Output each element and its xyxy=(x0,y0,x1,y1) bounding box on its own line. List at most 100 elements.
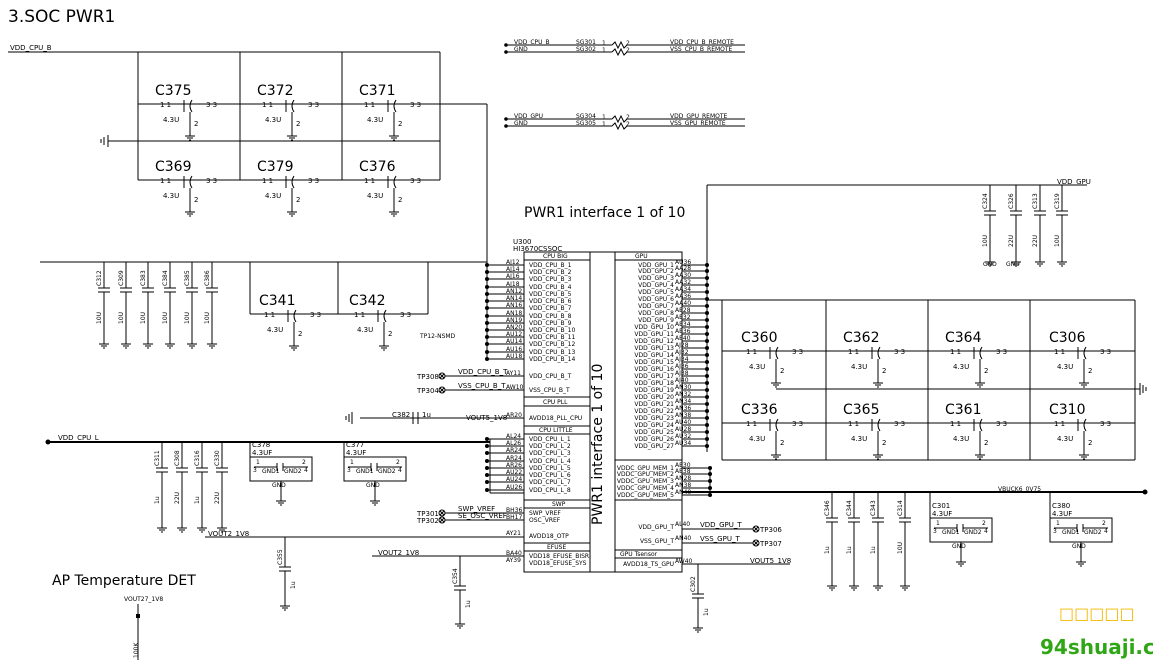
pin-name: VDD_GPU_5 xyxy=(638,289,674,296)
ground-symbol xyxy=(900,580,910,591)
pin-name: VDD_CPU_B_9 xyxy=(529,320,572,327)
pin-ball: AR20 xyxy=(506,412,522,419)
cap-pin-label: 2 xyxy=(388,330,392,338)
pin-ball: AR26 xyxy=(506,462,522,469)
pin-name: VDD_GPU_12 xyxy=(634,338,674,345)
pin-name: VDD_GPU_10 xyxy=(634,324,674,331)
ground-symbol xyxy=(956,556,966,567)
cap-value: 10U xyxy=(118,312,125,324)
pin-ball: AA34 xyxy=(675,286,691,293)
ground-symbol xyxy=(165,338,175,349)
ground-symbol xyxy=(873,580,883,591)
cap-ref: C314 xyxy=(897,500,904,516)
cap-value: 10U xyxy=(897,542,904,554)
pin-ball: AL40 xyxy=(675,521,690,528)
ground-symbol xyxy=(143,338,153,349)
cap-pin-label: 3 3 xyxy=(894,420,905,428)
pin-ball: BH36 xyxy=(506,507,522,514)
cap-ref: C362 xyxy=(843,330,880,346)
ground-symbol xyxy=(1076,556,1086,567)
cap-pin-label: 2 xyxy=(302,459,306,466)
rs-pin: 2 xyxy=(626,121,630,128)
pin-ball: AL24 xyxy=(506,433,521,440)
pin-ball: AU12 xyxy=(506,331,522,338)
cap-ref: C379 xyxy=(257,159,294,175)
cap-pin-label: 1 1 xyxy=(746,348,757,356)
cap-pin-name: GND xyxy=(952,543,966,550)
cap-pin-name: GND2 xyxy=(284,468,302,475)
capacitor-c314: C314 10U xyxy=(897,492,911,591)
pin-name: VDD_GPU_22 xyxy=(634,408,674,415)
pin-ball: AN14 xyxy=(506,295,522,302)
ground-symbol xyxy=(197,522,207,533)
cap-ref: C382 xyxy=(392,411,410,419)
ground-symbol xyxy=(379,340,389,351)
pin-name: VDD_CPU_L_8 xyxy=(529,487,571,494)
testpoint-label: TP301 xyxy=(416,510,439,518)
cap-ref: C386 xyxy=(204,270,211,286)
cap-pin-label: 2 xyxy=(1102,520,1106,527)
net-vout27: VOUT27_1V8 xyxy=(124,596,163,603)
ground-symbol xyxy=(157,522,167,533)
cap-ref: C372 xyxy=(257,83,294,99)
rs-net: GND xyxy=(514,120,528,127)
pin-name: VDD_GPU_16 xyxy=(634,366,674,373)
junction-dot xyxy=(485,473,489,477)
ic-pin-left: AU24 VDD_CPU_L_7 xyxy=(485,476,571,486)
cap-value: 4.3U xyxy=(367,116,383,124)
pin-name: VDD_CPU_B_4 xyxy=(529,284,572,291)
rs-out: VSS_CPU_B_REMOTE xyxy=(670,46,733,53)
testpoint-label: TP306 xyxy=(759,526,782,534)
pin-name: VDD_GPU_19 xyxy=(634,387,674,394)
pin-name: VDD_GPU_9 xyxy=(638,317,674,324)
cap-pin-label: 2 xyxy=(194,196,198,204)
pin-name: VDD_CPU_L_3 xyxy=(529,450,571,457)
pin-name: VDD_GPU_17 xyxy=(634,373,674,380)
pin-ball: AU24 xyxy=(506,476,522,483)
cap-pin-label: 1 1 xyxy=(848,348,859,356)
ground-symbol xyxy=(287,130,297,141)
rs-pin: 2 xyxy=(626,114,630,121)
cap-ref: C378 xyxy=(252,441,270,449)
pin-ball: AN28 xyxy=(675,475,691,482)
cap-value: 1u xyxy=(422,411,431,419)
pin-ball: BH17 xyxy=(506,514,522,521)
cap-pin-label: 2 xyxy=(780,439,784,447)
cap-value: 22U xyxy=(1032,235,1039,247)
cap-pin-name: GND2 xyxy=(378,468,396,475)
pin-name: VDD_GPU_27 xyxy=(634,443,674,450)
pin-name: VDD_CPU_L_7 xyxy=(529,479,571,486)
pin-ball: AJ36 xyxy=(675,363,689,370)
ground-symbol xyxy=(1011,256,1021,267)
cap-value: 1u xyxy=(703,608,710,616)
cap-pin-label: 1 1 xyxy=(264,311,275,319)
cap-ref: C376 xyxy=(359,159,396,175)
cap-value: 1u xyxy=(846,546,853,554)
pin-ball: AJ28 xyxy=(675,342,689,349)
cap-pin-label: 1 xyxy=(1056,520,1060,527)
cap-pin-label: 3 3 xyxy=(1100,348,1111,356)
pin-name: VDD_GPU_25 xyxy=(634,429,674,436)
ground-symbol xyxy=(1079,377,1089,388)
rs-ref: SG305 xyxy=(576,120,596,127)
cap-ref: C360 xyxy=(741,330,778,346)
cap-pin-label: 2 xyxy=(780,367,784,375)
ground-symbol xyxy=(187,338,197,349)
